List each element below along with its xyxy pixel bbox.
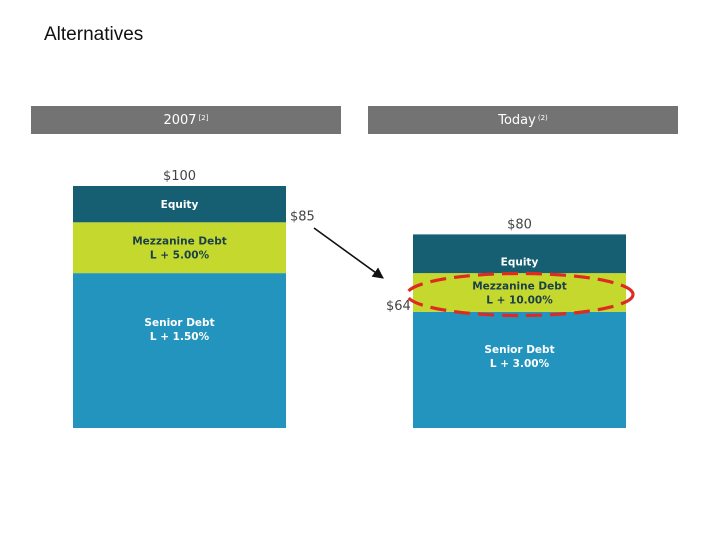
seg-label-today-mezzanine-name: Mezzanine Debt [472,280,567,292]
seg-label-2007-equity-name: Equity [161,199,199,211]
seg-label-2007-senior-name: Senior Debt [144,317,214,329]
arrow-85-to-64 [313,227,384,279]
header-today: Today(2) [368,106,678,134]
seg-label-2007-mezzanine-rate: L + 5.00% [150,250,210,262]
bar-today-senior [413,311,626,428]
header-2007: 2007[2] [31,106,341,134]
annotation-64: $64 [386,299,411,314]
bar-2007-mezzanine [73,222,286,274]
highlight-ellipse [405,271,635,318]
total-label-today: $80 [507,217,532,232]
seg-label-today-senior-name: Senior Debt [484,344,554,356]
header-2007-label: 2007 [163,112,197,128]
seg-label-today-senior-rate: L + 3.00% [490,358,550,370]
annotation-85: $85 [290,209,315,224]
seg-label-2007-mezzanine-name: Mezzanine Debt [132,236,227,248]
seg-label-2007-senior-rate: L + 1.50% [150,331,210,343]
seg-label-today-mezzanine-rate: L + 10.00% [486,294,553,306]
bar-today-mezzanine [413,273,626,312]
bar-today-equity [413,234,626,274]
bar-2007-equity [73,186,286,223]
slide-title: Alternatives [44,24,144,45]
header-today-note: (2) [537,114,548,122]
header-today-label: Today [498,112,536,128]
seg-label-today-equity-name: Equity [501,256,539,268]
bar-2007-senior [73,273,286,428]
total-label-2007: $100 [163,169,196,184]
header-2007-note: [2] [198,114,209,122]
